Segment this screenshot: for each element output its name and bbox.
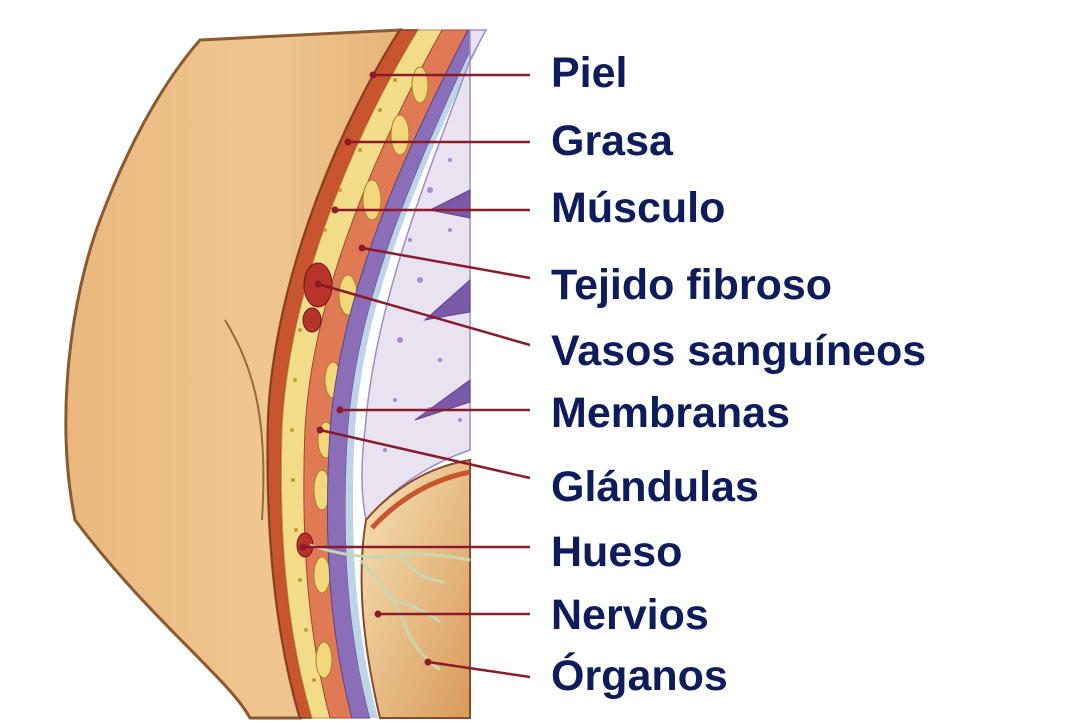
label-piel: Piel	[551, 49, 628, 97]
leader-endpoints	[299, 71, 432, 666]
leader-vasos-sanguineos	[317, 282, 531, 347]
leader-tejido-fibroso	[361, 246, 531, 280]
label-nervios: Nervios	[551, 591, 709, 639]
leader-organos	[427, 660, 531, 679]
label-hueso: Hueso	[551, 528, 683, 576]
bone-arc	[370, 469, 471, 530]
leader-glandulas	[319, 428, 531, 480]
label-glandulas: Glándulas	[551, 463, 759, 511]
blue-membrane	[345, 30, 486, 718]
label-musculo: Músculo	[551, 184, 726, 232]
label-membranas: Membranas	[551, 389, 790, 437]
label-tejido-fibroso: Tejido fibroso	[551, 261, 833, 309]
fat-dots	[290, 78, 397, 682]
label-vasos-sanguineos: Vasos sanguíneos	[551, 327, 927, 375]
label-grasa: Grasa	[551, 117, 673, 165]
leader-lines	[303, 73, 531, 679]
label-organos: Órganos	[551, 652, 728, 700]
nerve-branches	[309, 543, 471, 672]
body-contour-line	[224, 319, 265, 521]
organ-region	[360, 458, 471, 719]
